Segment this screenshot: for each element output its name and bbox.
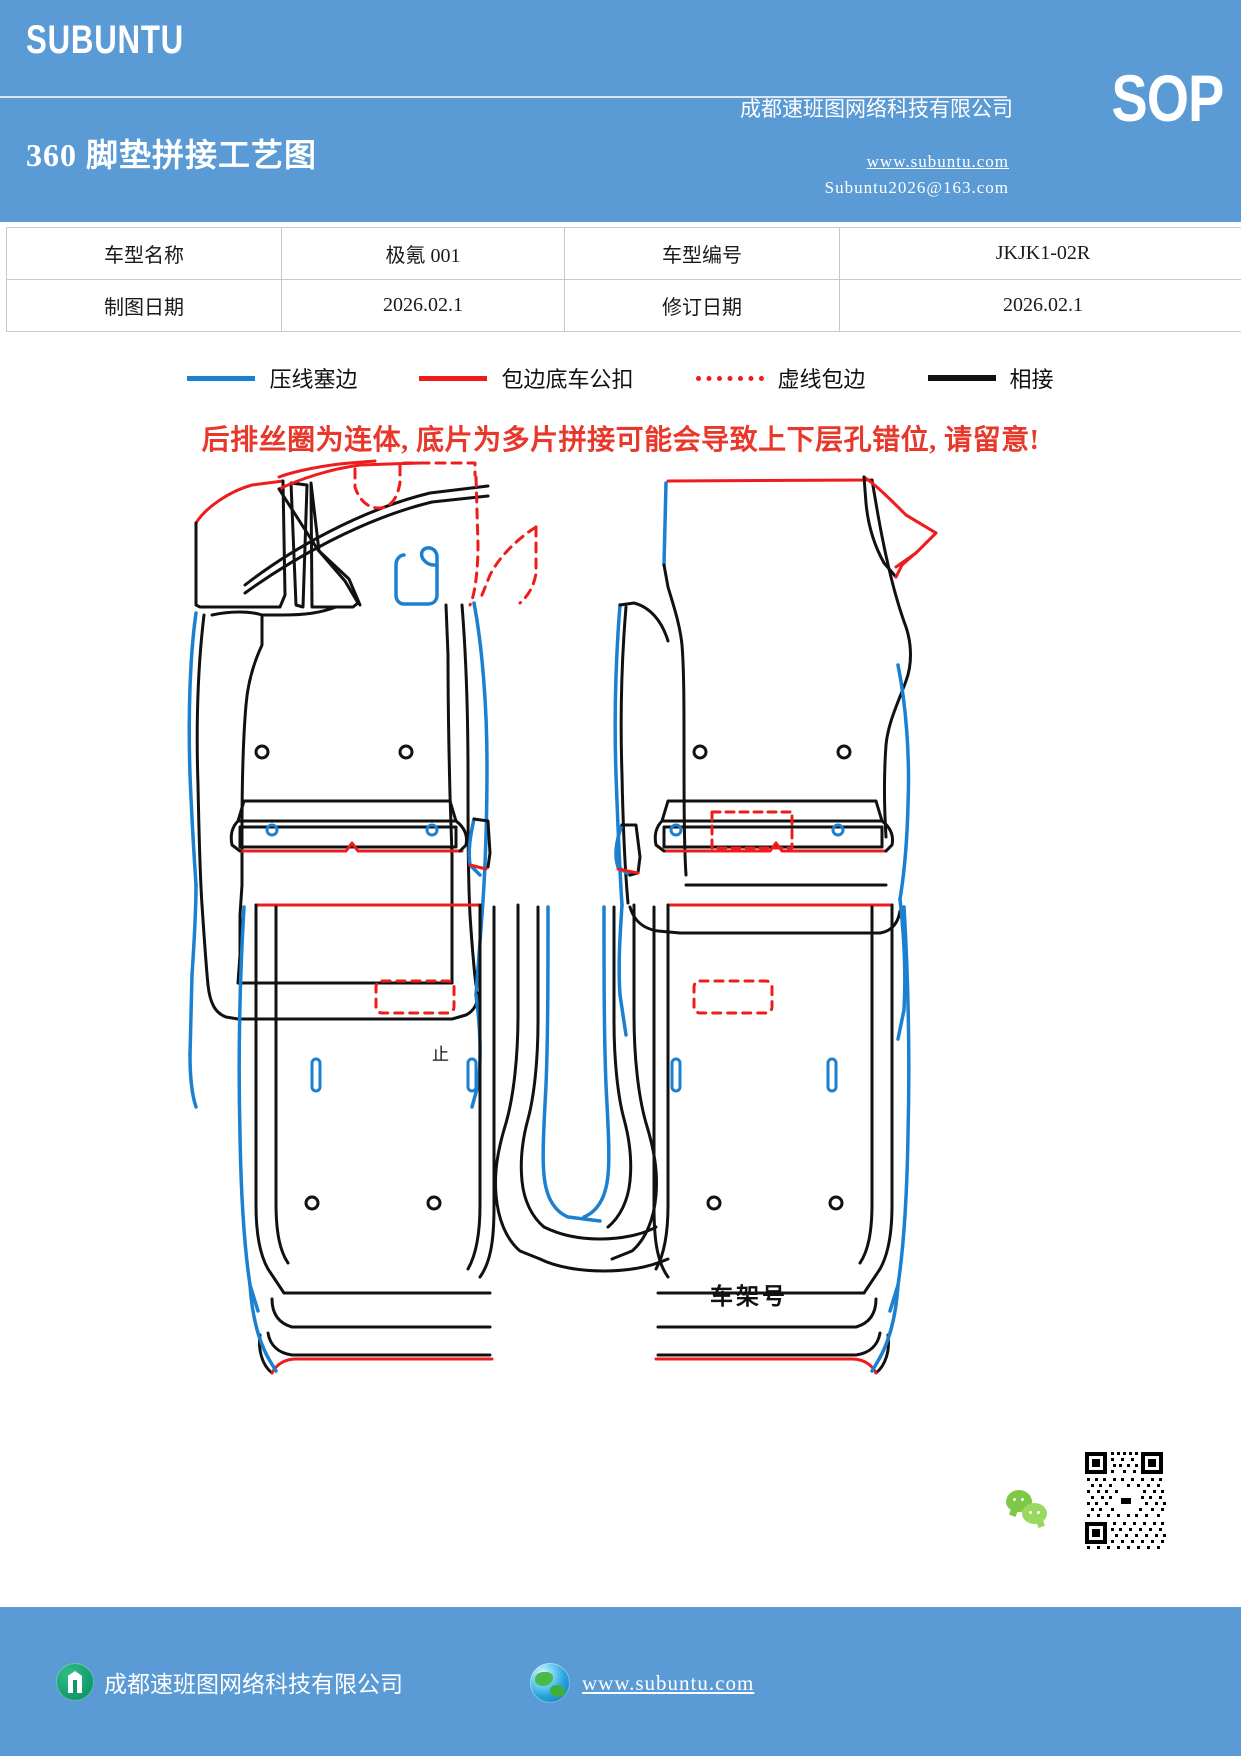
cell-revision-date-value: 2026.02.1 xyxy=(840,280,1241,332)
cell-model-name-label: 车型名称 xyxy=(7,228,282,280)
wechat-bubble-front xyxy=(1022,1503,1047,1524)
cell-draw-date-label: 制图日期 xyxy=(7,280,282,332)
legend-label: 相接 xyxy=(1010,362,1054,394)
line-swatch-icon xyxy=(928,375,996,381)
legend-item-seam: 相接 xyxy=(928,362,1054,394)
legend-item-piping: 压线塞边 xyxy=(187,362,357,394)
technical-drawing: 车架号 止 xyxy=(0,455,1241,1600)
brand-logo: SUBUNTU xyxy=(26,18,184,63)
cell-draw-date-value: 2026.02.1 xyxy=(282,280,565,332)
front-left-skirt-group xyxy=(230,803,452,805)
cell-revision-date-label: 修订日期 xyxy=(565,280,840,332)
cell-model-code-label: 车型编号 xyxy=(565,228,840,280)
front-left-skirt-drawn xyxy=(236,803,450,807)
front-right-mat xyxy=(615,475,936,1039)
legend-item-dashed-binding: 虚线包边 xyxy=(696,362,866,394)
vin-label: 车架号 xyxy=(710,1277,788,1311)
dotted-line-swatch-icon xyxy=(696,376,764,381)
legend-item-binding: 包边底车公扣 xyxy=(419,362,633,394)
header-company-name: 成都速班图网络科技有限公司 xyxy=(740,93,1013,123)
page-header: SUBUNTU 360 脚垫拼接工艺图 SOP 成都速班图网络科技有限公司 ww… xyxy=(0,0,1241,222)
footer-company-name: 成都速班图网络科技有限公司 xyxy=(104,1665,403,1699)
line-swatch-icon xyxy=(187,376,255,381)
front-left-lower-bands xyxy=(238,799,448,823)
page-footer: 成都速班图网络科技有限公司 www.subuntu.com xyxy=(0,1605,1241,1756)
legend: 压线塞边 包边底车公扣 虚线包边 相接 xyxy=(0,355,1241,401)
legend-label: 虚线包边 xyxy=(778,362,866,394)
legend-label: 压线塞边 xyxy=(269,362,357,394)
front-left-skirt-final xyxy=(236,803,452,809)
wechat-dot xyxy=(1021,1498,1024,1501)
wechat-dot xyxy=(1037,1511,1040,1514)
table-row: 制图日期 2026.02.1 修订日期 2026.02.1 xyxy=(7,280,1241,332)
cell-model-name-value: 极氪 001 xyxy=(282,228,565,280)
qr-code[interactable] xyxy=(1075,1440,1175,1558)
header-email: Subuntu2026@163.com xyxy=(825,178,1009,198)
building-icon xyxy=(56,1663,94,1701)
wechat-dot xyxy=(1013,1498,1016,1501)
wechat-dot xyxy=(1029,1511,1032,1514)
legend-label: 包边底车公扣 xyxy=(501,362,633,394)
rear-mat-assembly xyxy=(239,905,909,1373)
wechat-icon xyxy=(1006,1490,1052,1530)
stop-label: 止 xyxy=(432,1040,449,1065)
line-swatch-icon xyxy=(419,376,487,381)
warning-note: 后排丝圈为连体, 底片为多片拼接可能会导致上下层孔错位, 请留意! xyxy=(0,418,1241,458)
qr-code-image xyxy=(1079,1444,1171,1554)
footer-website-link[interactable]: www.subuntu.com xyxy=(582,1671,754,1696)
left-mat-skirt-visible xyxy=(234,800,462,827)
mat-pattern-svg xyxy=(0,455,1241,1600)
page-title: 360 脚垫拼接工艺图 xyxy=(26,130,317,176)
cell-model-code-value: JKJK1-02R xyxy=(840,228,1241,280)
sop-badge: SOP xyxy=(1111,60,1223,136)
footer-company: 成都速班图网络科技有限公司 xyxy=(56,1663,403,1701)
header-website-link[interactable]: www.subuntu.com xyxy=(867,152,1009,172)
front-left-bottom-bands xyxy=(236,803,452,805)
footer-website[interactable]: www.subuntu.com xyxy=(530,1663,754,1703)
globe-icon xyxy=(530,1663,570,1703)
vehicle-info-table: 车型名称 极氪 001 车型编号 JKJK1-02R 制图日期 2026.02.… xyxy=(6,227,1241,332)
table-row: 车型名称 极氪 001 车型编号 JKJK1-02R xyxy=(7,228,1241,280)
